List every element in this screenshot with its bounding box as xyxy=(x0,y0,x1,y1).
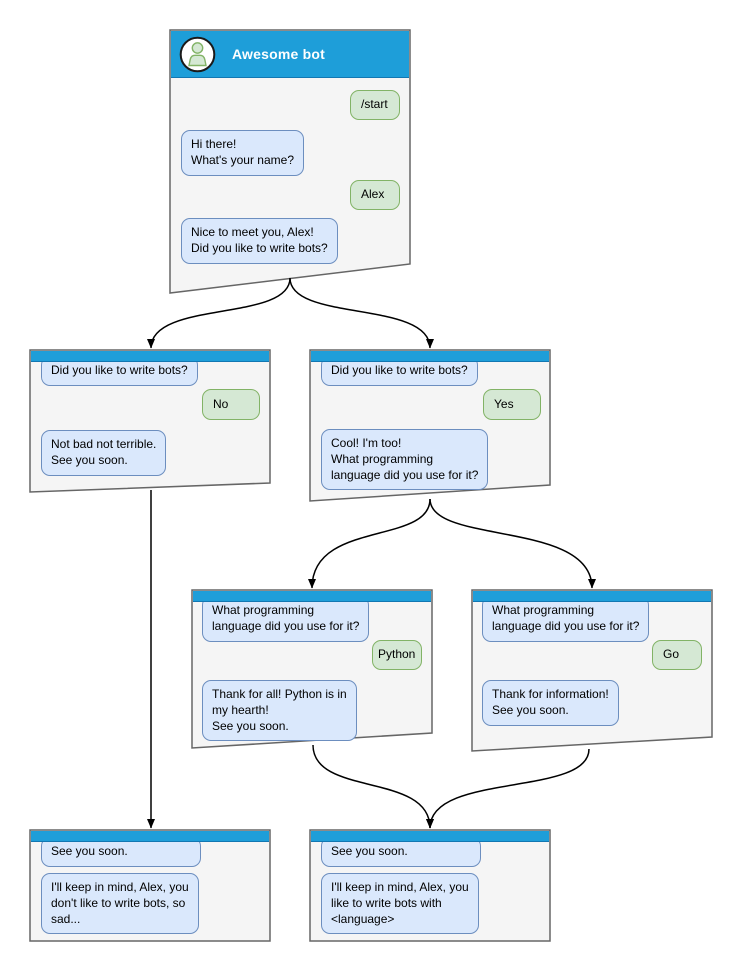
chat-bubble-bot: Thank for information! See you soon. xyxy=(482,680,619,726)
chat-bubble-user: Alex xyxy=(350,180,400,210)
chat-bubble-bot: What programming language did you use fo… xyxy=(482,596,650,642)
connector-main-to-yes xyxy=(289,277,434,349)
branch-python-window-header xyxy=(193,591,431,602)
branch-no-window-header xyxy=(31,351,269,362)
chat-bubble-bot: What programming language did you use fo… xyxy=(202,596,370,642)
chat-bubble-bot: Cool! I'm too! What programming language… xyxy=(321,429,489,491)
connector-go-to-final-yes xyxy=(426,748,590,829)
main-window-header: Awesome bot xyxy=(171,31,409,78)
final-no-window-header xyxy=(31,831,269,842)
person-icon xyxy=(179,36,216,72)
chat-bubble-user: Yes xyxy=(483,389,541,420)
chat-bubble-user: No xyxy=(202,389,260,420)
chat-bubble-user: Go xyxy=(652,640,702,670)
connector-yes-to-go xyxy=(429,498,596,589)
connector-main-to-no xyxy=(147,277,291,349)
branch-go-window-header xyxy=(473,591,711,602)
chat-bubble-bot: Hi there! What's your name? xyxy=(181,130,305,176)
connector-yes-to-python xyxy=(308,498,431,589)
chat-bubble-user: Python xyxy=(372,640,422,670)
main-window-title: Awesome bot xyxy=(232,46,325,62)
chat-bubble-bot: Thank for all! Python is in my hearth! S… xyxy=(202,680,357,742)
chat-bubble-bot: Not bad not terrible. See you soon. xyxy=(41,430,167,476)
connector-python-to-final-yes xyxy=(312,744,434,829)
chat-bubble-bot: Nice to meet you, Alex! Did you like to … xyxy=(181,218,338,264)
chat-bubble-bot: I'll keep in mind, Alex, you don't like … xyxy=(41,873,199,935)
branch-yes-window-header xyxy=(311,351,549,362)
chat-bubble-user: /start xyxy=(350,90,400,120)
chat-bubble-bot: I'll keep in mind, Alex, you like to wri… xyxy=(321,873,479,935)
final-yes-window-header xyxy=(311,831,549,842)
